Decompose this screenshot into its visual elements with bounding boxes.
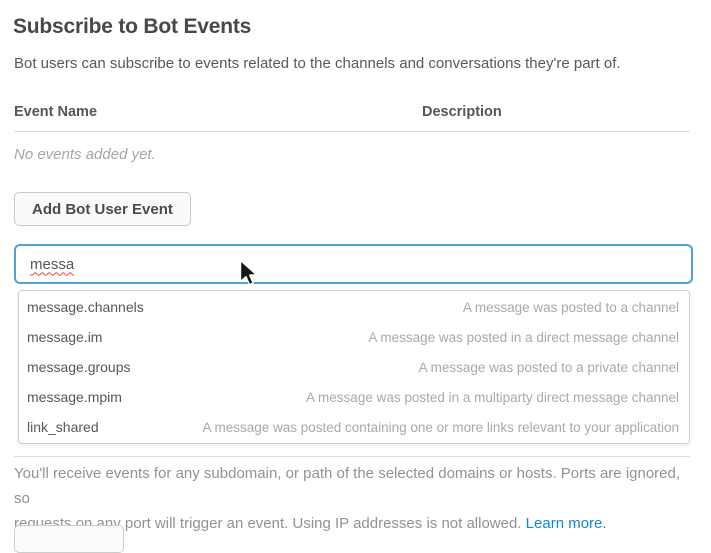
events-table-header: Event Name Description: [14, 104, 690, 122]
domains-help-text: You'll receive events for any subdomain,…: [14, 461, 684, 536]
event-suggestion-name: message.im: [27, 329, 103, 345]
add-bot-user-event-button[interactable]: Add Bot User Event: [14, 192, 191, 226]
event-search-input-value: messa: [30, 255, 75, 273]
domains-help-line2: requests on any port will trigger an eve…: [14, 515, 607, 532]
learn-more-link[interactable]: Learn more.: [525, 515, 607, 532]
partial-bottom-button[interactable]: [14, 525, 124, 553]
event-suggestion-name: message.mpim: [27, 389, 122, 405]
event-search-input[interactable]: messa: [14, 244, 693, 284]
event-suggestion-description: A message was posted in a multiparty dir…: [306, 389, 679, 405]
table-header-divider: [14, 131, 690, 132]
event-suggestion-item[interactable]: message.channels A message was posted to…: [19, 292, 689, 322]
page-title: Subscribe to Bot Events: [13, 15, 252, 38]
domains-help-line1: You'll receive events for any subdomain,…: [14, 465, 681, 507]
column-header-description: Description: [422, 104, 502, 120]
event-suggestion-item[interactable]: message.groups A message was posted to a…: [19, 352, 689, 382]
event-suggestion-item[interactable]: message.im A message was posted in a dir…: [19, 322, 689, 352]
section-divider: [14, 456, 690, 457]
event-suggestion-name: message.groups: [27, 359, 131, 375]
event-suggestions-dropdown: message.channels A message was posted to…: [18, 290, 690, 444]
page-subtitle: Bot users can subscribe to events relate…: [14, 55, 621, 72]
event-suggestion-description: A message was posted to a private channe…: [418, 359, 679, 375]
event-suggestion-description: A message was posted in a direct message…: [368, 329, 679, 345]
event-suggestion-name: message.channels: [27, 299, 144, 315]
event-suggestion-item[interactable]: link_shared A message was posted contain…: [19, 412, 689, 442]
column-header-event-name: Event Name: [14, 104, 98, 120]
event-suggestion-description: A message was posted containing one or m…: [202, 419, 679, 435]
event-suggestion-item[interactable]: message.mpim A message was posted in a m…: [19, 382, 689, 412]
empty-state-text: No events added yet.: [14, 146, 156, 163]
event-suggestion-description: A message was posted to a channel: [462, 299, 679, 315]
event-suggestion-name: link_shared: [27, 419, 99, 435]
